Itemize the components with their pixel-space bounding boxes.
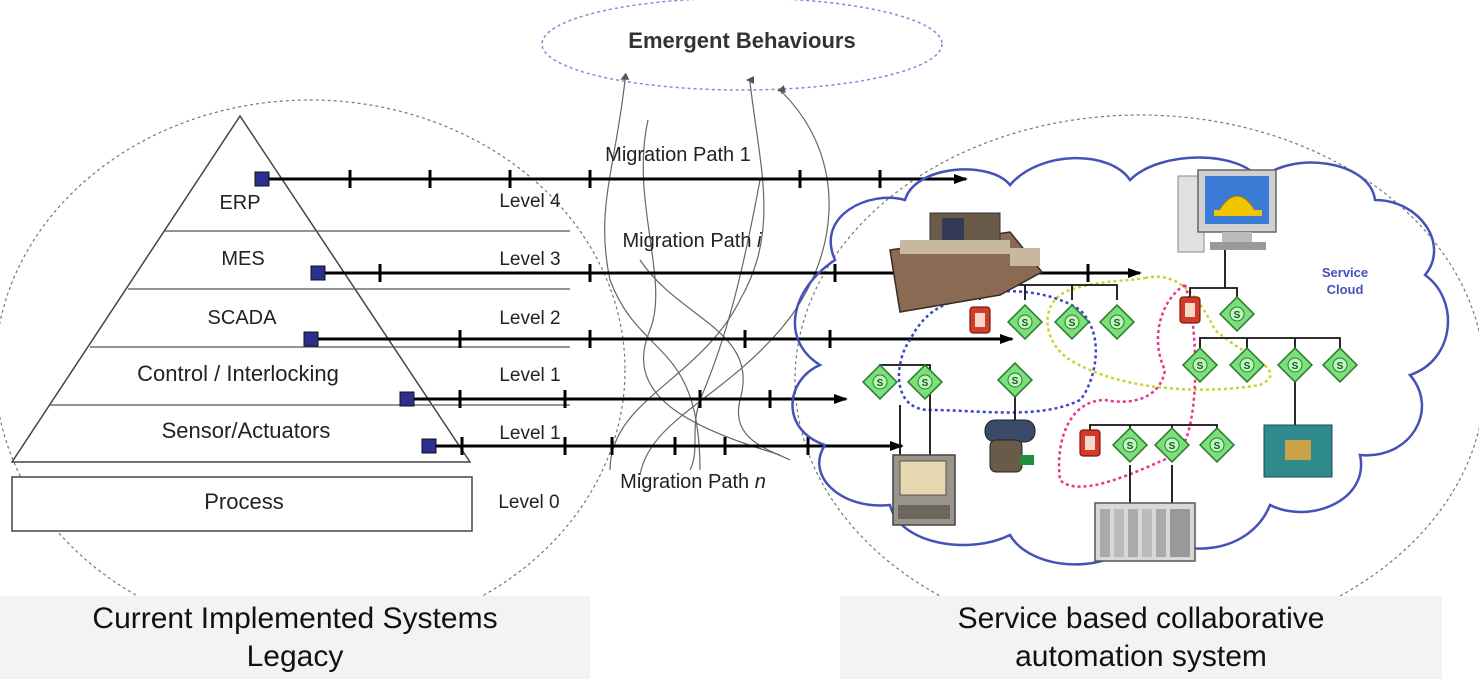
service-node-glyph: S bbox=[1337, 361, 1344, 372]
panel-pc-icon bbox=[892, 454, 956, 526]
service-node-glyph: S bbox=[877, 378, 884, 389]
service-caption-line-2: automation system bbox=[1015, 640, 1267, 673]
legacy-device-icon bbox=[1079, 429, 1101, 457]
service-node-glyph: S bbox=[1114, 318, 1121, 329]
migration-path-n-label: Migration Path n bbox=[620, 471, 766, 493]
level-1-label: Level 1 bbox=[499, 365, 560, 386]
workstation-icon bbox=[1177, 169, 1277, 253]
service-node-glyph: S bbox=[1069, 318, 1076, 329]
hmi-console-icon bbox=[889, 212, 1044, 313]
migration-path-i-label: Migration Path i bbox=[623, 230, 763, 252]
service-node-glyph: S bbox=[1022, 318, 1029, 329]
service-cloud-label-1: Service bbox=[1322, 265, 1368, 280]
valve-actuator-icon bbox=[984, 419, 1036, 473]
process-box bbox=[11, 476, 473, 532]
magenta-dotted-loop bbox=[1057, 283, 1197, 488]
level-3-label: Level 3 bbox=[499, 249, 560, 270]
arrow-ticks bbox=[348, 170, 1090, 455]
service-node-glyph: S bbox=[1012, 376, 1019, 387]
legacy-device-icon bbox=[1179, 296, 1201, 324]
service-node-glyph: S bbox=[1244, 361, 1251, 372]
legacy-caption-line-1: Current Implemented Systems bbox=[92, 602, 498, 635]
emergent-arrow-1 bbox=[620, 72, 630, 81]
circuit-board-icon bbox=[1263, 424, 1333, 478]
emergent-behaviours-label: Emergent Behaviours bbox=[628, 28, 855, 53]
service-caption-line-1: Service based collaborative bbox=[957, 602, 1325, 635]
migration-arrows bbox=[262, 174, 1142, 451]
service-caption: Service based collaborative automation s… bbox=[840, 596, 1442, 679]
service-node-glyph: S bbox=[1214, 441, 1221, 452]
migration-curves bbox=[604, 79, 830, 476]
legacy-caption: Current Implemented Systems Legacy bbox=[0, 596, 590, 679]
service-node-glyph: S bbox=[1197, 361, 1204, 372]
legacy-device-icon bbox=[969, 306, 991, 334]
service-node-glyph: S bbox=[1292, 361, 1299, 372]
level-2-label: Level 2 bbox=[499, 308, 560, 329]
pyramid bbox=[10, 114, 570, 532]
legacy-systems-ellipse bbox=[0, 99, 626, 641]
emergent-arrow-3 bbox=[777, 85, 786, 95]
level-4-label: Level 4 bbox=[499, 191, 561, 212]
level-0-label: Level 0 bbox=[498, 492, 559, 513]
layer-scada: SCADA bbox=[208, 307, 278, 329]
blue-dotted-loop bbox=[897, 290, 1098, 414]
service-cloud-label-2: Cloud bbox=[1327, 282, 1364, 297]
plc-rack-icon bbox=[1094, 502, 1196, 562]
level-1b-label: Level 1 bbox=[499, 423, 560, 444]
service-node-glyph: S bbox=[922, 378, 929, 389]
migration-path-1-label: Migration Path 1 bbox=[605, 144, 751, 166]
legacy-caption-line-2: Legacy bbox=[246, 640, 344, 673]
layer-erp: ERP bbox=[219, 192, 260, 214]
layer-process: Process bbox=[204, 489, 283, 514]
service-node-glyph: S bbox=[1234, 310, 1241, 321]
layer-sensor: Sensor/Actuators bbox=[162, 418, 331, 443]
service-node-glyph: S bbox=[1127, 441, 1134, 452]
service-cloud bbox=[791, 156, 1450, 566]
level-markers bbox=[254, 171, 437, 454]
layer-mes: MES bbox=[221, 248, 264, 270]
service-node-glyph: S bbox=[1169, 441, 1176, 452]
service-systems-ellipse bbox=[794, 114, 1479, 646]
service-node-icons: S S S S S S S S S S S S S S bbox=[862, 296, 1358, 463]
layer-control: Control / Interlocking bbox=[137, 361, 339, 386]
emergent-behaviours-ellipse bbox=[541, 0, 943, 91]
